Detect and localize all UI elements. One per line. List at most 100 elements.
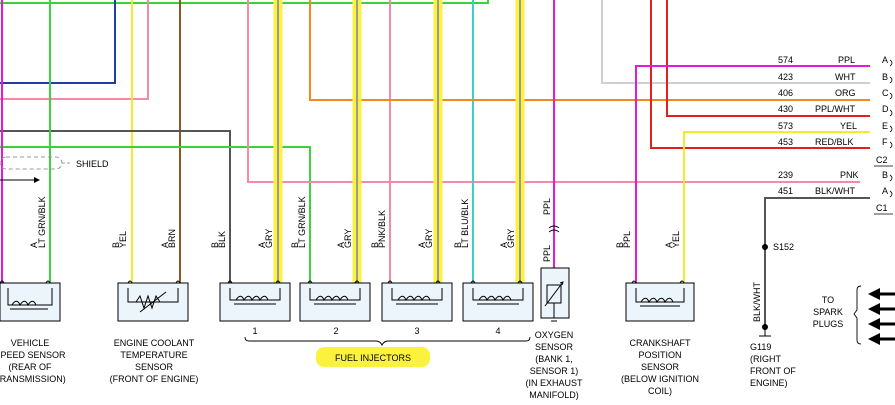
ckp-label-0: CRANKSHAFT: [629, 338, 691, 348]
vss-label-1: SPEED SENSOR: [0, 350, 66, 360]
injector-1-num: 1: [252, 326, 257, 336]
ect-label-1: TEMPERATURE: [120, 350, 187, 360]
spark-plugs: TO SPARK PLUGS: [813, 285, 895, 345]
o2-connector-mark: [548, 225, 560, 233]
o2-label-1: SENSOR: [535, 342, 574, 352]
vss-label-0: VEHICLE: [11, 338, 50, 348]
injector-3-num: 3: [414, 326, 419, 336]
wire-406-color: ORG: [835, 88, 856, 98]
ect-pin-b: B: [111, 242, 121, 248]
shield-label: SHIELD: [76, 159, 109, 169]
ect-label-2: SENSOR: [135, 362, 174, 372]
wire-574-pin: A: [882, 55, 888, 65]
plugs-label-2: PLUGS: [813, 319, 844, 329]
wire-423-color: WHT: [835, 72, 856, 82]
wire-red-blk: [650, 0, 870, 149]
injector-1: [219, 280, 291, 322]
wire-239-pin: B: [882, 170, 888, 180]
wire-239-color: PNK: [840, 170, 859, 180]
injector-4-num: 4: [495, 326, 500, 336]
wire-406-pin: C: [882, 88, 889, 98]
inj4-pin-a: A: [499, 242, 509, 248]
wire-451-pin: A: [882, 186, 888, 196]
pin-letters: B A B A B A B A B A B A B A: [29, 242, 674, 248]
connector-c2: C2: [876, 155, 888, 165]
wire-430-pin: D: [882, 104, 889, 114]
wire-yel-ckp: [683, 131, 870, 285]
wire-430-num: 430: [778, 104, 793, 114]
splice-label: S152: [773, 242, 794, 252]
wire-574-color: PPL: [838, 55, 855, 65]
splice-dot: [762, 244, 768, 250]
wire-wht: [601, 0, 870, 84]
o2-label-5: MANIFOLD): [529, 390, 579, 400]
injector-3: [381, 280, 453, 322]
plugs-label-1: SPARK: [813, 307, 843, 317]
wire-org: [309, 0, 870, 101]
ckp-pin-b: B: [615, 242, 625, 248]
wire-451-color: BLK/WHT: [815, 186, 856, 196]
ckp-sensor: [625, 280, 695, 322]
ect-wire-b-label: YEL: [118, 231, 128, 248]
wire-pink-left: [0, 0, 149, 100]
wire-573-pin: E: [882, 121, 888, 131]
inj1-wire-b-label: BLK: [217, 231, 227, 248]
wire-430-color: PPL/WHT: [815, 104, 856, 114]
vss-pin-a: A: [29, 242, 39, 248]
wire-top-green: [0, 0, 489, 4]
wire-406-num: 406: [778, 88, 793, 98]
vertical-wire-labels: LT GRN/BLK YEL BRN BLK GRY LT GRN/BLK GR…: [37, 196, 762, 322]
ect-wire-a-label: BRN: [167, 229, 177, 248]
injector-2: [299, 280, 371, 322]
inj1-pin-a: A: [257, 242, 267, 248]
ect-label-3: (FRONT OF ENGINE): [110, 374, 199, 384]
injector-numbers: 1 2 3 4: [252, 326, 500, 336]
ckp-label-3: (BELOW IGNITION: [621, 374, 699, 384]
wire-lines: [0, 0, 870, 325]
o2-label-4: (IN EXHAUST: [525, 378, 583, 388]
o2-wire-label: PPL: [542, 245, 552, 262]
wire-grn-vss: [0, 146, 311, 285]
vss-label-3: TRANSMISSION): [0, 374, 66, 384]
wire-453-color: RED/BLK: [815, 137, 854, 147]
inj2-pin-a: A: [336, 242, 346, 248]
ckp-wire-b-label: PPL: [622, 231, 632, 248]
inj3-pin-b: B: [370, 242, 380, 248]
inj2-wire-a-label: GRY: [343, 229, 353, 248]
o2-label-3: SENSOR 1): [530, 366, 579, 376]
inj4-wire-a-label: GRY: [506, 229, 516, 248]
wire-574-num: 574: [778, 55, 793, 65]
wire-blue: [0, 0, 116, 84]
wire-239-num: 239: [778, 170, 793, 180]
vss-sensor: [0, 280, 61, 322]
gry-wires: [273, 0, 525, 285]
ground-label-0: G119: [750, 342, 771, 352]
ground-wire-label: BLK/WHT: [752, 281, 762, 322]
inj2-wire-b-label: LT GRN/BLK: [297, 196, 307, 248]
injector-2-num: 2: [333, 326, 338, 336]
o2-label-2: (BANK 1,: [535, 354, 573, 364]
wire-blk-inj1: [0, 130, 231, 285]
o2-sensor: [540, 267, 570, 322]
wire-red-outer: [666, 0, 870, 117]
ect-pin-a: A: [160, 242, 170, 248]
ground-label-3: ENGINE): [750, 378, 788, 388]
vss-label-2: (REAR OF: [8, 362, 52, 372]
ect-label-0: ENGINE COOLANT: [114, 338, 195, 348]
plugs-label-0: TO: [822, 295, 834, 305]
components: [0, 267, 695, 322]
right-connector-marks: [889, 59, 893, 198]
inj1-pin-b: B: [210, 242, 220, 248]
ground-label-2: FRONT OF: [750, 366, 796, 376]
wire-labels: 574 PPL A 423 WHT B 406 ORG C 430 PPL/WH…: [778, 55, 893, 215]
o2-wire-top-label: PPL: [542, 198, 552, 215]
ckp-label-1: POSITION: [638, 350, 681, 360]
connector-c1: C1: [876, 203, 888, 213]
fuel-injectors-label: FUEL INJECTORS: [335, 353, 411, 363]
wire-ppl-ckp: [635, 65, 870, 285]
o2-label-0: OXYGEN: [535, 330, 574, 340]
inj2-pin-b: B: [290, 242, 300, 248]
inj4-wire-b-label: LT BLU/BLK: [460, 199, 470, 248]
